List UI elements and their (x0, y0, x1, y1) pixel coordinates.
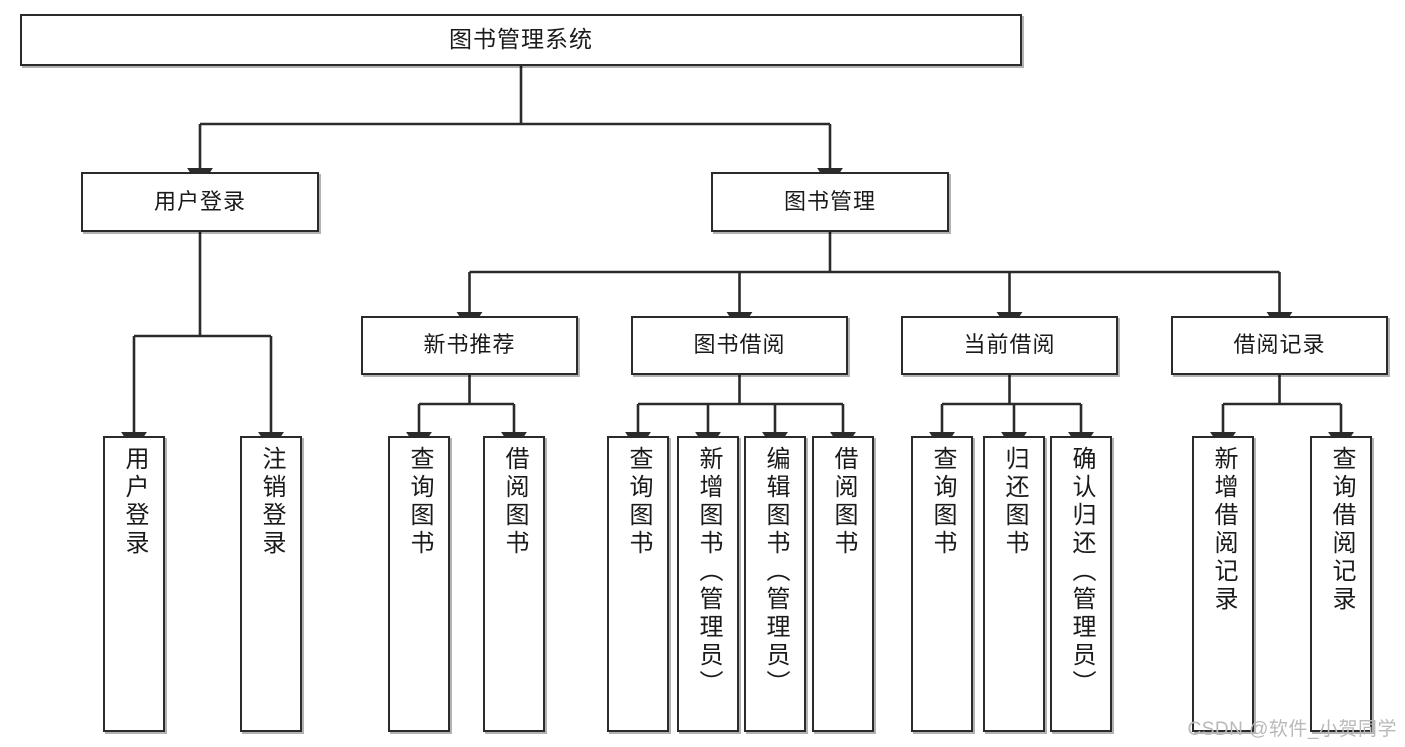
node-user-login-label: 用户登录 (153, 188, 246, 214)
node-leaf-return-book[interactable]: 归还图书 (983, 436, 1045, 732)
node-root-label: 图书管理系统 (449, 26, 593, 53)
node-leaf-borrow-book-2[interactable]: 借阅图书 (812, 436, 874, 732)
node-leaf-user-login-label: 用户登录 (121, 446, 148, 558)
node-leaf-query-book-2[interactable]: 查询图书 (607, 436, 669, 732)
node-new-book-recommend-label: 新书推荐 (423, 332, 516, 358)
node-leaf-return-book-label: 归还图书 (1001, 446, 1028, 558)
watermark-text: CSDN @软件_小贺同学 (1187, 719, 1397, 740)
node-root[interactable]: 图书管理系统 (20, 14, 1022, 66)
node-leaf-edit-book-label: 编辑图书（管理员） (762, 446, 789, 698)
node-leaf-confirm-return[interactable]: 确认归还（管理员） (1050, 436, 1112, 732)
node-leaf-user-login[interactable]: 用户登录 (103, 436, 165, 732)
node-leaf-query-book-2-label: 查询图书 (625, 446, 652, 558)
node-leaf-query-record[interactable]: 查询借阅记录 (1310, 436, 1372, 732)
node-leaf-add-book-label: 新增图书（管理员） (695, 446, 722, 698)
node-borrow-record-label: 借阅记录 (1233, 332, 1326, 358)
node-leaf-edit-book[interactable]: 编辑图书（管理员） (744, 436, 806, 732)
node-user-login[interactable]: 用户登录 (81, 172, 319, 232)
node-book-borrow[interactable]: 图书借阅 (631, 316, 848, 375)
node-leaf-add-record-label: 新增借阅记录 (1210, 446, 1237, 614)
node-new-book-recommend[interactable]: 新书推荐 (361, 316, 578, 375)
node-leaf-query-book-1-label: 查询图书 (406, 446, 433, 558)
node-borrow-record[interactable]: 借阅记录 (1171, 316, 1388, 375)
node-leaf-borrow-book-2-label: 借阅图书 (830, 446, 857, 558)
node-leaf-user-logout[interactable]: 注销登录 (240, 436, 302, 732)
node-leaf-query-book-3[interactable]: 查询图书 (911, 436, 973, 732)
node-book-manage-label: 图书管理 (783, 188, 876, 214)
node-leaf-confirm-return-label: 确认归还（管理员） (1068, 446, 1095, 698)
node-leaf-add-book[interactable]: 新增图书（管理员） (677, 436, 739, 732)
node-leaf-query-record-label: 查询借阅记录 (1328, 446, 1355, 614)
node-leaf-query-book-1[interactable]: 查询图书 (388, 436, 450, 732)
node-leaf-user-logout-label: 注销登录 (258, 446, 285, 558)
node-leaf-query-book-3-label: 查询图书 (929, 446, 956, 558)
node-current-borrow[interactable]: 当前借阅 (901, 316, 1118, 375)
node-leaf-borrow-book-1-label: 借阅图书 (501, 446, 528, 558)
node-book-borrow-label: 图书借阅 (693, 332, 786, 358)
node-leaf-borrow-book-1[interactable]: 借阅图书 (483, 436, 545, 732)
node-book-manage[interactable]: 图书管理 (711, 172, 949, 232)
node-leaf-add-record[interactable]: 新增借阅记录 (1192, 436, 1254, 732)
node-current-borrow-label: 当前借阅 (963, 332, 1056, 358)
